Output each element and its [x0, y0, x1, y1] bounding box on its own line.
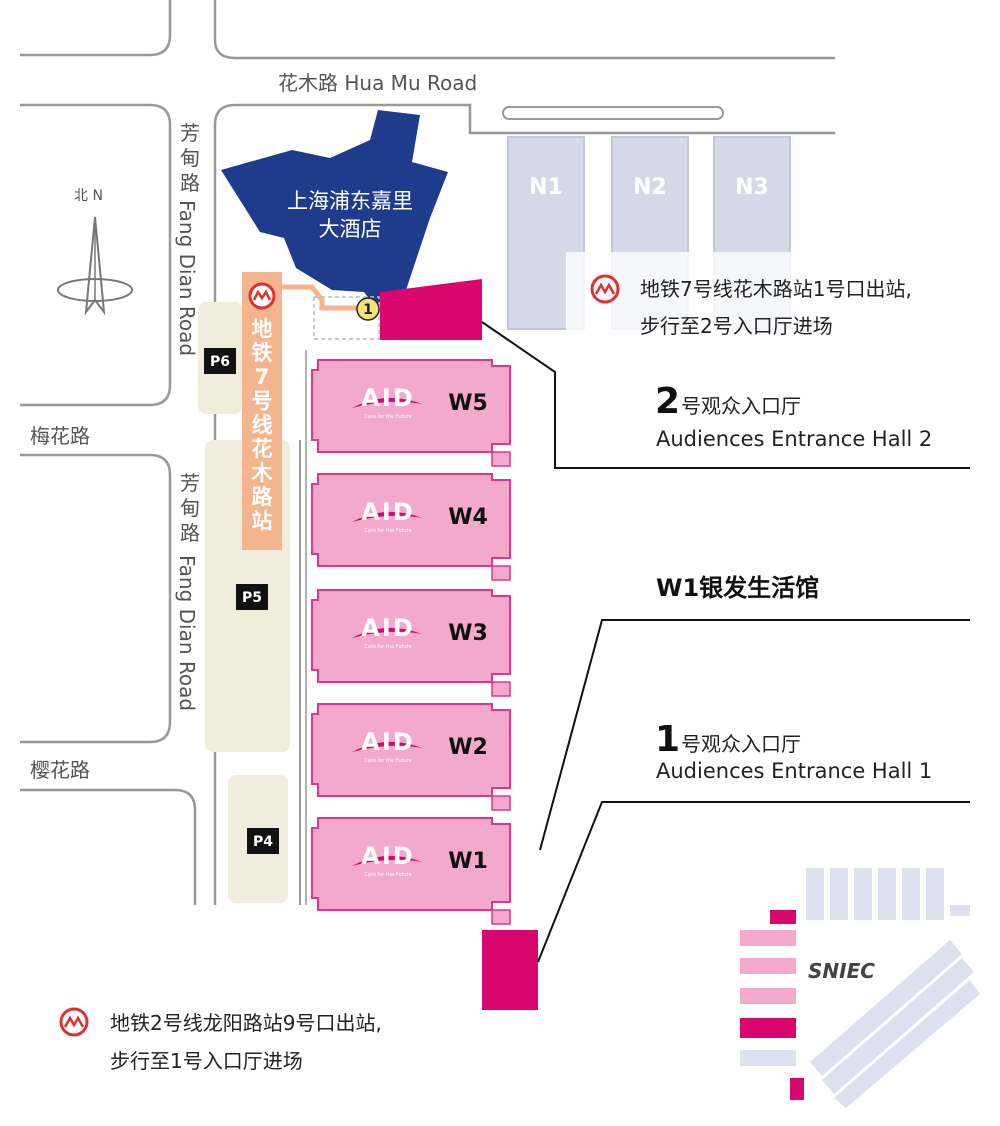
entrance-hall-1-label: 1 号观众入口厅 Audiences Entrance Hall 1 — [655, 719, 932, 783]
metro-logo-icon — [590, 274, 620, 304]
hall-w1: AID Care for the Future W1 — [311, 817, 511, 925]
aid-logo-swoosh-icon — [352, 741, 422, 752]
svg-text:7: 7 — [255, 365, 270, 389]
road-label-fangdian-lower: 芳 甸 路 Fang Dian Road — [175, 471, 200, 711]
parking-badge-p6: P6 — [204, 348, 236, 374]
aid-logo-swoosh-icon — [352, 627, 422, 638]
note-backdrop — [566, 252, 946, 344]
hall-w4: AID Care for the Future W4 — [311, 473, 511, 581]
hotel-name-line2: 大酒店 — [319, 217, 382, 241]
note-line2-text2: 步行至1号入口厅进场 — [110, 1049, 303, 1073]
svg-text:路: 路 — [180, 521, 200, 545]
aid-logo: AID — [361, 842, 414, 870]
svg-text:P5: P5 — [242, 590, 262, 606]
svg-text:甸: 甸 — [180, 146, 200, 170]
metro-logo-icon — [248, 282, 276, 310]
svg-text:甸: 甸 — [180, 496, 200, 520]
road-island — [502, 106, 724, 120]
sniec-label: SNIEC — [808, 959, 875, 983]
svg-text:P6: P6 — [210, 354, 230, 370]
hall-label-w5: W5 — [448, 391, 488, 416]
hall-w5: AID Care for the Future W5 — [311, 359, 511, 467]
aid-tagline: Care for the Future — [364, 528, 411, 534]
parking-badge-p4: P4 — [247, 828, 279, 854]
svg-text:木: 木 — [251, 461, 274, 485]
note-line7-text2: 步行至2号入口厅进场 — [640, 314, 833, 338]
aid-tagline: Care for the Future — [364, 758, 411, 764]
svg-text:路: 路 — [252, 485, 274, 509]
svg-text:路: 路 — [180, 171, 200, 195]
hall-w2: AID Care for the Future W2 — [311, 703, 511, 811]
compass-icon: 北 N — [57, 188, 133, 316]
hall-label-n1: N1 — [529, 175, 563, 200]
road-label-meihua: 梅花路 — [30, 424, 90, 448]
road-label-huamu: 花木路 Hua Mu Road — [278, 71, 477, 95]
aid-logo: AID — [361, 384, 414, 412]
svg-text:Audiences Entrance Hall 2: Audiences Entrance Hall 2 — [656, 427, 932, 451]
svg-text:2: 2 — [655, 381, 680, 422]
aid-logo-swoosh-icon — [352, 397, 422, 408]
entrance-hall-1-building — [482, 930, 538, 1010]
svg-text:1: 1 — [655, 719, 680, 760]
svg-text:北 N: 北 N — [74, 188, 103, 204]
entrance-hall-2-building — [380, 279, 482, 340]
hall-w3: AID Care for the Future W3 — [311, 589, 511, 697]
entrance-hall-2-label: 2 号观众入口厅 Audiences Entrance Hall 2 — [655, 381, 932, 451]
metro-walk-path — [278, 284, 380, 340]
aid-tagline: Care for the Future — [364, 872, 411, 878]
metro-exit-marker: 1 — [356, 297, 380, 321]
note-line2-text1: 地铁2号线龙阳路站9号口出站, — [110, 1011, 382, 1035]
svg-text:花: 花 — [252, 437, 273, 461]
svg-text:Audiences Entrance Hall 1: Audiences Entrance Hall 1 — [656, 759, 932, 783]
svg-text:站: 站 — [252, 509, 273, 533]
hall-label-n2: N2 — [633, 175, 667, 200]
svg-text:地: 地 — [252, 317, 273, 341]
sniec-overview-map: SNIEC — [740, 868, 980, 1108]
svg-text:铁: 铁 — [252, 341, 273, 365]
metro-station-huamu: 地 铁 7 号 线 花 木 路 站 — [242, 272, 282, 550]
svg-text:线: 线 — [252, 413, 273, 437]
note-line2: 地铁2号线龙阳路站9号口出站, 步行至1号入口厅进场 — [59, 1007, 382, 1073]
aid-logo-swoosh-icon — [352, 855, 422, 866]
road-label-yinghua: 樱花路 — [30, 758, 90, 782]
aid-logo: AID — [361, 614, 414, 642]
svg-text:号: 号 — [252, 389, 273, 413]
svg-text:1: 1 — [363, 302, 373, 318]
note-line7: 地铁7号线花木路站1号口出站, 步行至2号入口厅进场 — [590, 274, 912, 338]
hall-label-w4: W4 — [448, 505, 488, 530]
leader-lines — [481, 321, 970, 963]
aid-tagline: Care for the Future — [364, 644, 411, 650]
road-label-fangdian-en-upper: Fang Dian Road — [175, 200, 199, 356]
svg-text:P4: P4 — [253, 834, 273, 850]
aid-tagline: Care for the Future — [364, 414, 411, 420]
hall-label-w2: W2 — [448, 735, 488, 760]
aid-logo: AID — [361, 498, 414, 526]
w1-pavilion-title: W1银发生活馆 — [656, 574, 819, 602]
svg-text:芳: 芳 — [180, 471, 200, 495]
metro-logo-icon — [59, 1007, 89, 1037]
aid-logo: AID — [361, 728, 414, 756]
note-line7-text1: 地铁7号线花木路站1号口出站, — [640, 277, 912, 301]
svg-text:号观众入口厅: 号观众入口厅 — [681, 732, 801, 756]
road-label-fangdian-upper: 芳 甸 路 Fang Dian Road — [175, 121, 200, 356]
hall-label-w1: W1 — [448, 849, 488, 874]
svg-text:号观众入口厅: 号观众入口厅 — [681, 394, 801, 418]
hall-label-w3: W3 — [448, 621, 488, 646]
hall-label-n3: N3 — [735, 175, 769, 200]
hotel-building: 上海浦东嘉里 大酒店 — [221, 110, 448, 305]
hotel-name-line1: 上海浦东嘉里 — [287, 189, 413, 213]
svg-text:芳: 芳 — [180, 121, 200, 145]
aid-logo-swoosh-icon — [352, 511, 422, 522]
road-label-fangdian-en-lower: Fang Dian Road — [175, 555, 199, 711]
parking-badge-p5: P5 — [236, 584, 268, 610]
